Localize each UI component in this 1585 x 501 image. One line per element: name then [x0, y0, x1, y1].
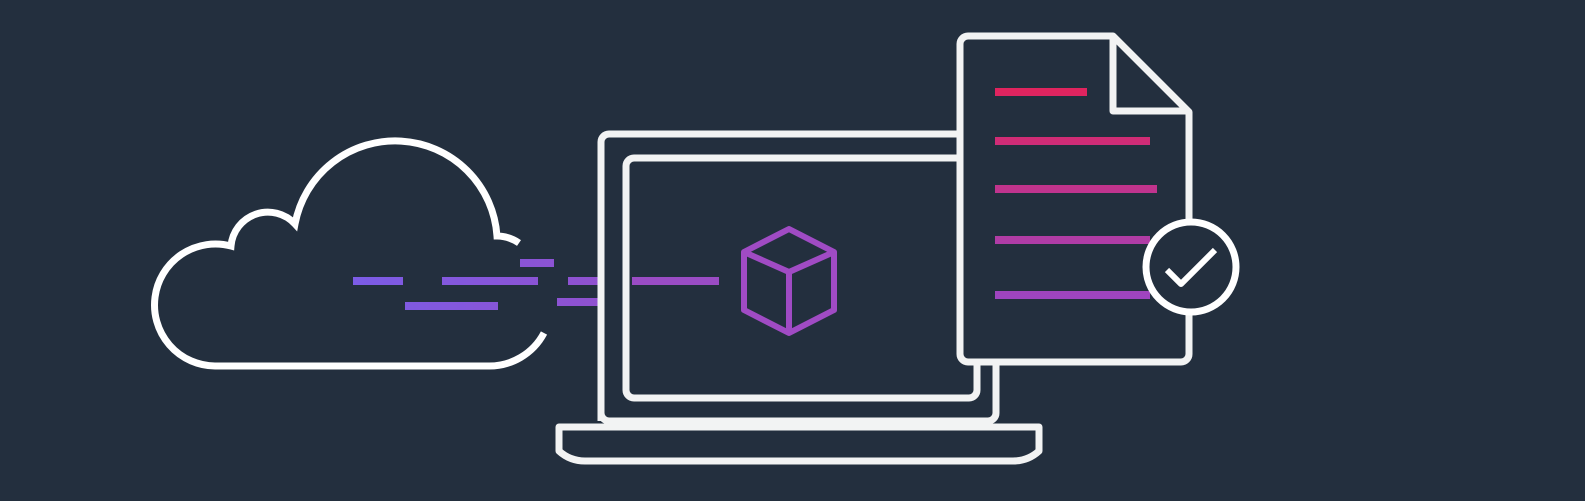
document-icon [956, 32, 1193, 366]
checkmark-badge-icon [1142, 218, 1240, 316]
package-cube-icon [741, 226, 837, 336]
cloud-icon [151, 137, 548, 370]
laptop-icon [555, 130, 1043, 465]
document-lines [995, 88, 1157, 299]
